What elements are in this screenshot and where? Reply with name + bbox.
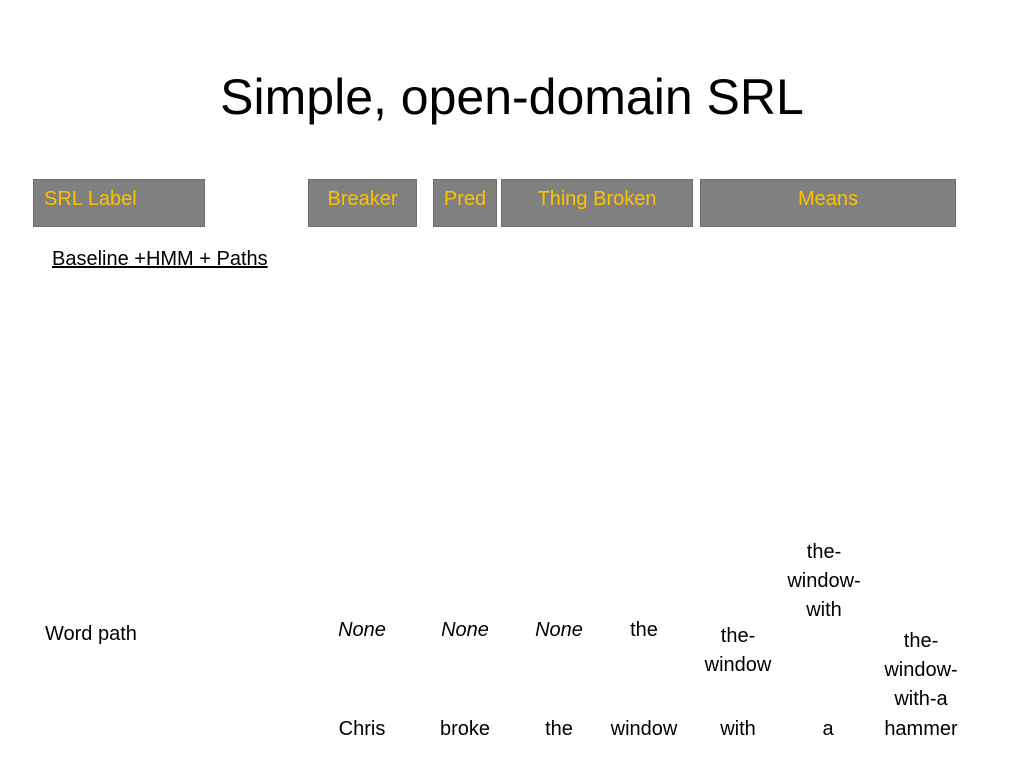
pred-box: Pred (433, 179, 497, 227)
sentence-word: broke (439, 718, 491, 740)
srl-label-text: SRL Label (44, 188, 137, 210)
sentence-word: a (822, 718, 834, 740)
thing-broken-text: Thing Broken (537, 188, 657, 210)
breaker-box: Breaker (308, 179, 417, 227)
word-path-cell: the (630, 619, 658, 641)
word-path-cell: the- window (704, 625, 772, 676)
means-text: Means (797, 188, 859, 210)
word-path-cell: the- window- with (787, 541, 861, 621)
slide-title: Simple, open-domain SRL (220, 69, 804, 125)
thing-broken-box: Thing Broken (501, 179, 693, 227)
sentence-word: the (545, 718, 573, 740)
sentence-word: Chris (338, 718, 386, 740)
word-path-cell: None (441, 619, 489, 641)
baseline-subtitle: Baseline +HMM + Paths (52, 248, 268, 270)
word-path-cell: the- window- with-a (884, 630, 958, 710)
word-path-cell: None (338, 619, 386, 641)
sentence-word: hammer (884, 718, 958, 740)
pred-text: Pred (443, 188, 487, 210)
word-path-cell: None (535, 619, 583, 641)
sentence-word: with (720, 718, 756, 740)
breaker-text: Breaker (327, 188, 398, 210)
srl-label-box: SRL Label (33, 179, 205, 227)
word-path-label: Word path (45, 623, 137, 645)
sentence-word: window (610, 718, 678, 740)
means-box: Means (700, 179, 956, 227)
